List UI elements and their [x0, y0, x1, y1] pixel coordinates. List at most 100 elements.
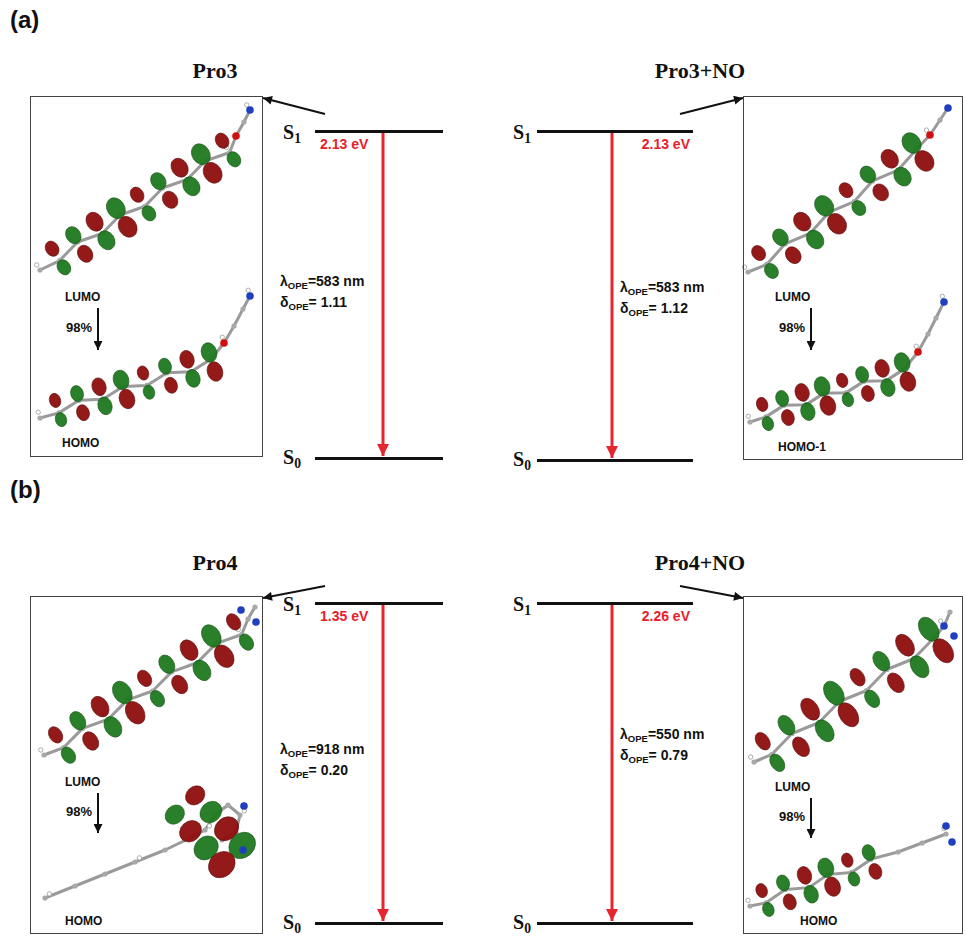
orbital-lobe [860, 384, 877, 403]
text-part: =583 nm [308, 273, 364, 289]
orbital-lobe [869, 648, 893, 674]
orbital-lobe [189, 657, 214, 684]
carbon-atom [745, 269, 750, 274]
level-line [315, 922, 443, 925]
energy-value: 2.26 eV [642, 608, 690, 624]
orbital-lobe [199, 341, 220, 364]
nitrogen-atom [240, 802, 248, 810]
carbon-atom [231, 323, 236, 328]
orbital-lobe [762, 261, 782, 281]
text-part: = 0.20 [309, 762, 348, 778]
orbital-label: LUMO [775, 780, 810, 794]
carbon-atom [162, 847, 167, 852]
text-subscript: 1 [294, 603, 301, 618]
label-holder: δOPE= 0.20 [280, 761, 348, 779]
connector-arrow [810, 308, 812, 350]
nitrogen-atom [942, 822, 950, 830]
nitrogen-atom [246, 106, 254, 114]
connector-arrow [97, 793, 99, 833]
text-part: = 1.11 [309, 294, 348, 310]
orbital-lobe [121, 698, 149, 728]
text-subscript: OPE [628, 286, 648, 297]
strength-value: δOPE= 0.79 [620, 746, 688, 764]
orbital-lobe [873, 358, 892, 379]
molecule-skeleton [40, 110, 250, 270]
orbital-lobe [867, 862, 884, 881]
connector-arrow [680, 98, 743, 114]
orbital-lobe [847, 666, 868, 689]
label-holder: λOPE=550 nm [620, 725, 704, 743]
text-holder: S1 [513, 592, 531, 616]
orbital-lobe [167, 155, 191, 180]
energy-level: S0 [283, 456, 443, 474]
orbital-lobe [134, 668, 154, 690]
text-subscript: OPE [628, 733, 648, 744]
orbital-lobe [141, 384, 156, 401]
orbital-lobe [176, 637, 201, 664]
orbital-lobe [849, 198, 869, 218]
label-holder: 98% [52, 804, 92, 820]
orbital-lobe [79, 729, 102, 753]
molecule-orbital [39, 604, 260, 766]
text-part: S [513, 448, 524, 470]
label-holder: 98% [765, 809, 805, 825]
hydrogen-atom [746, 414, 750, 418]
carbon-atom [947, 609, 952, 614]
orbital-lobe [199, 159, 226, 187]
molecule-skeleton [748, 108, 948, 272]
orbital-lobe [774, 389, 791, 408]
orbital-lobe [136, 364, 151, 381]
orbital-label: HOMO-1 [778, 440, 826, 454]
orbital-lobe [45, 724, 65, 746]
text-holder: S0 [283, 445, 301, 469]
label-holder: (a) [10, 6, 39, 34]
label-holder: (b) [10, 476, 41, 504]
carbon-atom [240, 306, 245, 311]
molecule-orbital [746, 294, 948, 432]
molecule-orbital [746, 822, 956, 918]
orbital-lobe [754, 882, 769, 899]
orbital-lobe [90, 376, 109, 397]
orbital-lobe [82, 209, 106, 234]
carbon-atom [225, 802, 230, 807]
hydrogen-atom [137, 856, 141, 860]
orbital-label: LUMO [775, 290, 810, 304]
orbital-group: HOMO-1 [750, 352, 956, 456]
panel-title: Pro4 [193, 550, 238, 576]
hydrogen-atom [220, 335, 224, 339]
orbital-lobe [774, 873, 791, 892]
energy-level: S11.35 eV [283, 586, 443, 604]
text-holder: S1 [283, 592, 301, 616]
orbital-lobe [75, 403, 92, 422]
orbital-lobe [53, 411, 68, 428]
text-holder: S1 [283, 120, 301, 144]
text-subscript: 0 [294, 456, 301, 471]
orbital-lobe [836, 180, 856, 200]
orbital-panel: LUMOHOMO [30, 96, 263, 457]
label-holder: Pro3 [193, 58, 238, 84]
hydrogen-atom [746, 898, 750, 902]
orbital-lobe [769, 226, 791, 249]
state-label: S1 [283, 592, 301, 616]
carbon-atom [919, 840, 924, 845]
orbital-lobe [62, 224, 84, 247]
orbital-lobe [147, 170, 169, 193]
nitrogen-atom [239, 846, 247, 854]
energy-level: S12.13 eV [283, 114, 443, 132]
orbital-lobe [811, 716, 838, 745]
carbon-atom [937, 117, 942, 122]
orbital-panel: LUMO HOMO [743, 596, 963, 934]
orbital-lobe [860, 843, 877, 862]
orbital-group: LUMO [40, 606, 253, 791]
energy-value: 1.35 eV [320, 608, 368, 624]
nitrogen-atom [940, 622, 948, 630]
text-part: λ [620, 726, 628, 742]
orbital-label: HOMO [800, 914, 837, 928]
molecule-orbital [42, 782, 261, 901]
wavelength-value: λOPE=918 nm [280, 740, 364, 758]
state-label: S0 [283, 910, 301, 934]
carbon-atom [747, 903, 752, 908]
level-line [315, 602, 443, 605]
